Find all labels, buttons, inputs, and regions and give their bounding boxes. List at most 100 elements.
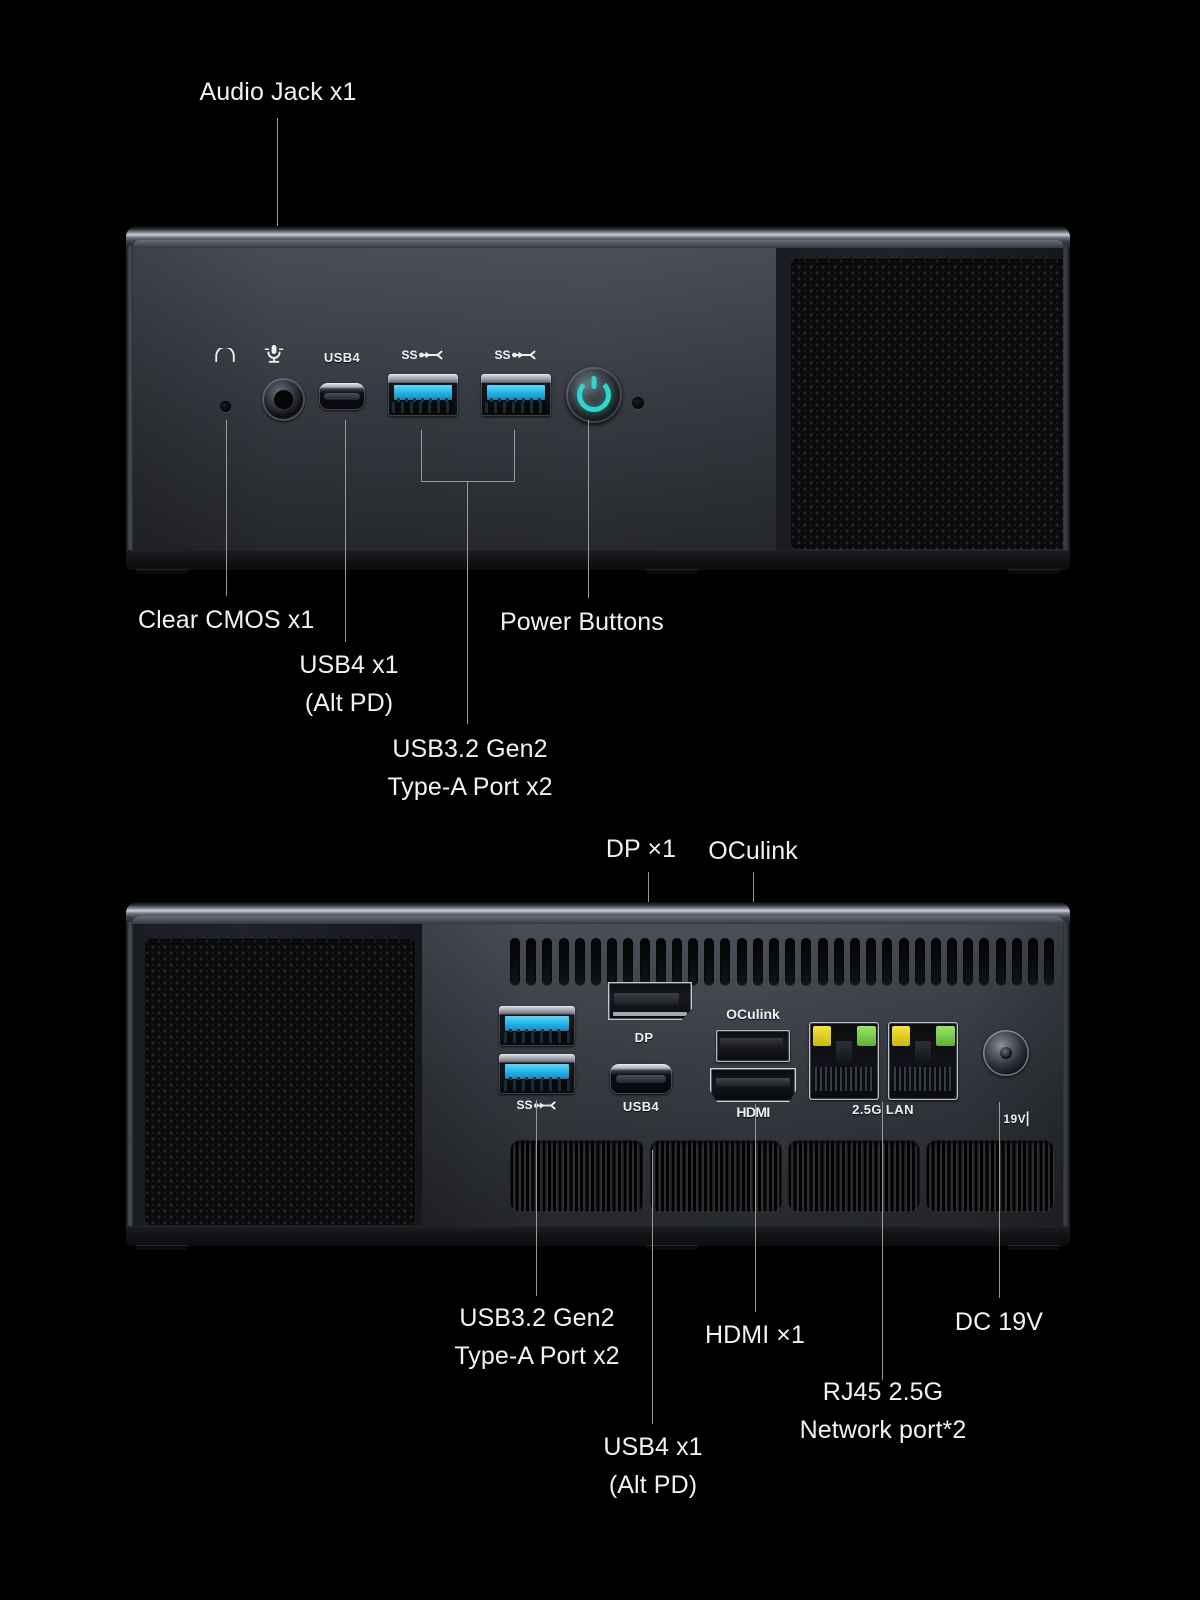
power-icon bbox=[576, 377, 612, 413]
leader-audio-jack bbox=[277, 118, 279, 310]
lan-led-yellow bbox=[891, 1025, 910, 1047]
callout-rear-usb32-line2: Type-A Port x2 bbox=[454, 1342, 620, 1370]
leader-bracket-front-usb-a bbox=[421, 430, 515, 482]
rear-usb-a-port-bottom[interactable] bbox=[499, 1054, 575, 1094]
rear-usb-a-port-top[interactable] bbox=[499, 1006, 575, 1046]
callout-clear-cmos: Clear CMOS x1 bbox=[138, 606, 315, 634]
callout-audio-jack: Audio Jack x1 bbox=[199, 78, 357, 106]
leader-front-usb32 bbox=[467, 482, 469, 724]
callout-rear-dp: DP ×1 bbox=[605, 835, 677, 863]
vent-slot bbox=[590, 938, 601, 986]
usb-tongue bbox=[505, 1016, 569, 1033]
leader-rear-usb32 bbox=[536, 1100, 538, 1296]
power-button[interactable] bbox=[566, 367, 622, 423]
ss-text: SS bbox=[401, 348, 418, 362]
microphone-icon bbox=[264, 344, 284, 364]
front-usb4-type-c-port[interactable] bbox=[319, 383, 365, 410]
rear-mesh-vent bbox=[144, 938, 416, 1226]
lan-led-green bbox=[857, 1025, 876, 1047]
chassis-foot bbox=[136, 569, 188, 574]
vent-slot bbox=[849, 938, 860, 986]
rear-dc-power-jack[interactable] bbox=[983, 1030, 1029, 1076]
vent-slot bbox=[947, 938, 958, 986]
rj45-clip bbox=[835, 1040, 853, 1068]
chassis-left-edge bbox=[126, 922, 133, 1228]
lan-led-yellow bbox=[812, 1025, 831, 1047]
vent-slot bbox=[526, 938, 537, 986]
front-usb-a-1-ss-logo: SS bbox=[401, 348, 444, 362]
chassis-foot bbox=[1008, 569, 1060, 574]
front-status-pinhole bbox=[632, 397, 644, 409]
vent-slot bbox=[914, 938, 925, 986]
leader-rear-hdmi bbox=[755, 1104, 757, 1312]
front-usb-a-2-ss-logo: SS bbox=[494, 348, 537, 362]
callout-rear-dc: DC 19V bbox=[954, 1308, 1044, 1336]
front-usb-a-port-1[interactable] bbox=[388, 374, 458, 416]
rear-rj45-port-1[interactable] bbox=[809, 1022, 879, 1100]
usb-cavity bbox=[485, 401, 547, 413]
rear-usb-a-ss-logo: SS bbox=[516, 1098, 557, 1112]
usb-tongue bbox=[505, 1064, 569, 1081]
callout-rear-rj45-line2: Network port*2 bbox=[799, 1416, 967, 1444]
chassis-left-edge bbox=[126, 246, 133, 552]
callout-rear-hdmi: HDMI ×1 bbox=[704, 1321, 806, 1349]
front-usb4-silk-label: USB4 bbox=[323, 350, 361, 365]
callout-rear-usb4-line1: USB4 x1 bbox=[603, 1433, 703, 1461]
rear-lan-silk-label: 2.5G LAN bbox=[852, 1102, 914, 1117]
callout-front-usb4-line2: (Alt PD) bbox=[304, 689, 394, 717]
usb-cavity bbox=[392, 401, 454, 413]
callout-rear-usb32-line1: USB3.2 Gen2 bbox=[459, 1304, 615, 1332]
callout-rear-rj45-line1: RJ45 2.5G bbox=[822, 1378, 944, 1406]
leader-rear-usb4 bbox=[652, 1150, 654, 1424]
vent-slot bbox=[574, 938, 585, 986]
vent-slot bbox=[704, 938, 715, 986]
vent-slot bbox=[542, 938, 553, 986]
rear-rj45-port-2[interactable] bbox=[888, 1022, 958, 1100]
chassis-foot bbox=[1008, 1245, 1060, 1250]
vent-slot bbox=[1044, 938, 1055, 986]
rear-oculink-port[interactable] bbox=[716, 1030, 790, 1062]
vent-slot bbox=[752, 938, 763, 986]
headphone-icon bbox=[214, 346, 236, 363]
ss-text: SS bbox=[516, 1098, 533, 1112]
callout-front-usb32-line2: Type-A Port x2 bbox=[387, 773, 553, 801]
chassis-foot bbox=[136, 1245, 188, 1250]
front-usb-a-port-2[interactable] bbox=[481, 374, 551, 416]
vent-slot bbox=[607, 938, 618, 986]
chassis-right-edge bbox=[1063, 246, 1070, 552]
vent-slot bbox=[882, 938, 893, 986]
vent-slot bbox=[817, 938, 828, 986]
vent-slot bbox=[866, 938, 877, 986]
vent-slot bbox=[898, 938, 909, 986]
chassis-foot bbox=[646, 1245, 698, 1250]
rear-usb4-silk-label: USB4 bbox=[622, 1099, 660, 1114]
rear-displayport-port[interactable] bbox=[608, 982, 692, 1020]
rear-bottom-louvre bbox=[788, 1140, 920, 1212]
rear-top-slot-vents bbox=[510, 938, 1055, 986]
audio-jack-port[interactable] bbox=[262, 378, 305, 421]
rj45-clip bbox=[914, 1040, 932, 1068]
vent-slot bbox=[623, 938, 634, 986]
usb-cavity bbox=[503, 1032, 571, 1043]
clear-cmos-pinhole[interactable] bbox=[220, 401, 231, 412]
rear-oculink-silk-label: OCulink bbox=[726, 1006, 780, 1022]
callout-front-usb32-line1: USB3.2 Gen2 bbox=[392, 735, 548, 763]
rear-hdmi-silk-label: HDMI bbox=[736, 1104, 770, 1120]
rear-hdmi-port[interactable] bbox=[710, 1068, 796, 1102]
lan-led-green bbox=[936, 1025, 955, 1047]
rear-usb4-type-c-port[interactable] bbox=[610, 1064, 672, 1094]
leader-clear-cmos bbox=[226, 420, 228, 596]
vent-slot bbox=[688, 938, 699, 986]
usb-tongue bbox=[486, 384, 546, 403]
rear-dp-silk-label: DP bbox=[634, 1030, 654, 1045]
usb-cavity bbox=[503, 1080, 571, 1091]
vent-slot bbox=[995, 938, 1006, 986]
rj45-pins bbox=[814, 1067, 874, 1091]
rear-chassis: SS DP USB4 OCulink HDMI bbox=[126, 902, 1070, 1250]
vent-slot bbox=[769, 938, 779, 986]
vent-slot bbox=[720, 938, 731, 986]
chassis-base-strip bbox=[126, 1226, 1070, 1246]
callout-rear-oculink: OCulink bbox=[708, 837, 798, 865]
rear-bottom-louvre bbox=[650, 1140, 782, 1212]
